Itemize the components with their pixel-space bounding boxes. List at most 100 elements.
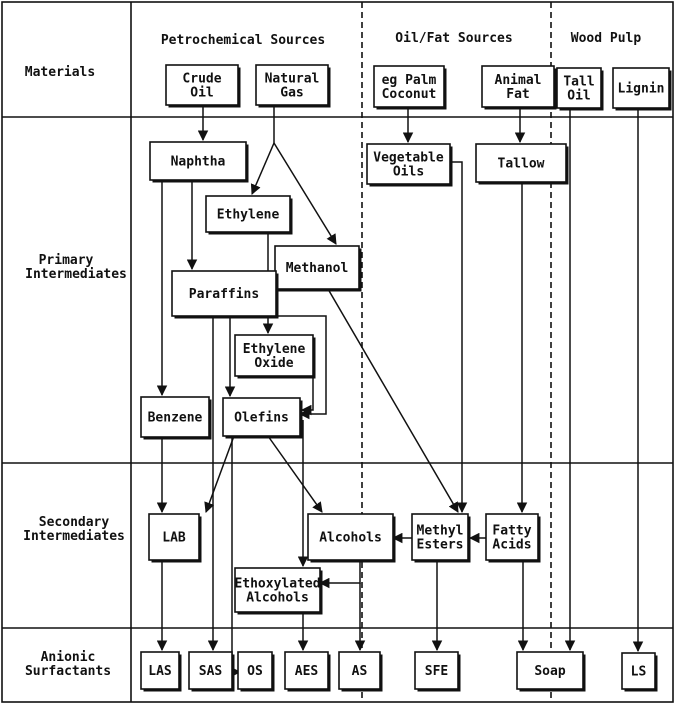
node-label: SFE [425, 664, 448, 679]
node-label: Acids [492, 538, 531, 553]
row-label-line: Anionic [41, 650, 96, 665]
node-label: Alcohols [246, 591, 309, 606]
node-label: Ethoxylated [234, 577, 320, 592]
node-label: Oil [567, 89, 590, 104]
node-alcohols: Alcohols [307, 513, 396, 563]
node-label: Oils [393, 165, 424, 180]
node-box [481, 65, 555, 108]
node-box [255, 64, 329, 106]
node-box [411, 513, 469, 561]
row-label-anionic: Anionic Surfactants [25, 650, 111, 679]
node-ls: LS [621, 652, 658, 692]
node-box [140, 651, 180, 690]
row-label-secondary: Secondary Intermediates [23, 515, 125, 544]
node-box [414, 651, 459, 690]
node-box [373, 65, 445, 108]
node-label: AES [295, 664, 319, 679]
node-las: LAS [140, 651, 182, 692]
node-label: Gas [280, 86, 303, 101]
row-label-line: Intermediates [23, 529, 125, 544]
node-label: SAS [199, 664, 223, 679]
node-label: Methanol [286, 261, 349, 276]
row-label-line: Materials [25, 65, 95, 80]
header-petrochemical: Petrochemical Sources [161, 33, 325, 48]
node-box [366, 143, 451, 185]
connectors [156, 104, 644, 678]
arrow-natgas-methanol [273, 142, 337, 245]
arrow-olefins-lab [204, 435, 235, 513]
node-box [516, 651, 584, 690]
node-sfe: SFE [414, 651, 461, 692]
arrow-methanol-methyl [327, 288, 459, 513]
node-lignin: Lignin [612, 67, 672, 111]
node-label: Oxide [254, 356, 293, 371]
row-label-primary: Primary Intermediates [25, 253, 127, 282]
arrow-olefins-alcohols [267, 435, 323, 513]
node-box [284, 651, 329, 690]
node-box [148, 513, 200, 561]
node-label: Oil [190, 86, 213, 101]
node-label: Ethylene [243, 342, 306, 357]
header-woodpulp: Wood Pulp [571, 31, 642, 46]
node-box [205, 195, 291, 233]
node-box [612, 67, 670, 109]
node-box [234, 334, 314, 377]
node-lab: LAB [148, 513, 202, 563]
arrow-ethox-olefins [300, 376, 314, 416]
node-sas: SAS [188, 651, 235, 692]
header-oilfat: Oil/Fat Sources [395, 31, 512, 46]
row-label-line: Secondary [39, 515, 110, 530]
arrow-olefins-os [230, 436, 242, 678]
node-box [222, 397, 301, 437]
node-tallow: Tallow [475, 143, 569, 185]
node-label: Natural [265, 72, 320, 87]
arrow-natgas-ethylene [250, 142, 275, 195]
node-label: Soap [534, 664, 565, 679]
node-label: AS [352, 664, 368, 679]
node-label: Lignin [618, 82, 665, 97]
node-box [234, 567, 321, 613]
node-box [485, 513, 539, 561]
node-benzene: Benzene [140, 396, 212, 440]
node-label: Alcohols [319, 531, 382, 546]
node-box [237, 651, 273, 690]
node-label: Olefins [234, 411, 289, 426]
row-label-line: Surfactants [25, 664, 111, 679]
arrow-vegoils-methyl [450, 161, 468, 514]
node-label: Paraffins [189, 287, 259, 302]
node-box [171, 270, 277, 317]
node-label: Naphtha [171, 155, 226, 170]
node-box [149, 141, 247, 181]
node-soap: Soap [516, 651, 586, 692]
node-label: Vegetable [373, 151, 444, 166]
node-box [165, 64, 239, 106]
node-box [140, 396, 210, 438]
arrow-paraffins-loop-olefins [276, 315, 327, 420]
node-label: Animal [495, 73, 542, 88]
node-label: Ethylene [217, 208, 280, 223]
node-box [556, 67, 602, 109]
node-olefins: Olefins [222, 397, 303, 439]
node-os: OS [237, 651, 275, 692]
node-label: Esters [417, 538, 464, 553]
node-label: Benzene [148, 411, 203, 426]
node-box [475, 143, 567, 183]
node-label: Tall [563, 75, 594, 90]
node-label: Fat [506, 87, 529, 102]
row-label-line: Intermediates [25, 267, 127, 282]
node-label: LAS [148, 664, 172, 679]
node-box [274, 245, 360, 290]
node-label: Methyl [417, 524, 464, 539]
